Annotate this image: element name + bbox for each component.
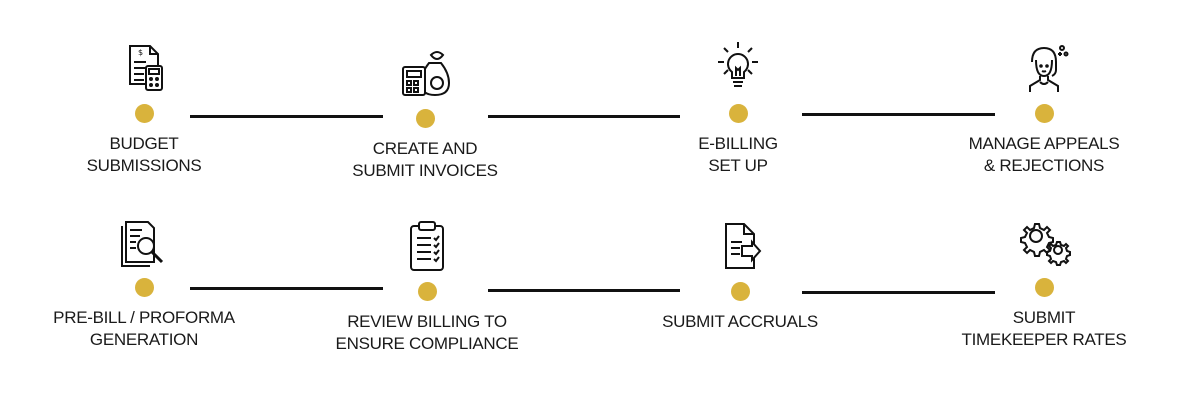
step-label: BUDGET SUBMISSIONS [87,133,202,177]
step-dot [134,104,154,123]
step-dot [1034,278,1054,297]
step-manage-appeals-rejections: MANAGE APPEALS & REJECTIONS [944,40,1144,177]
step-label: E-BILLING SET UP [698,133,778,177]
label-line-1: PRE-BILL / PROFORMA [53,308,235,327]
step-dot [134,278,154,297]
connector-line [190,287,383,290]
label-line-2: SUBMISSIONS [86,156,202,175]
step-dot [1034,104,1054,123]
label-line-2: SUBMIT INVOICES [352,161,498,180]
step-budget-submissions: $ BUDGET SUBMISSIONS [44,40,244,177]
connector-line [802,291,995,294]
svg-text:$: $ [138,48,143,57]
step-create-submit-invoices: CREATE AND SUBMIT INVOICES [325,45,525,182]
label-line-1: MANAGE APPEALS [968,134,1120,153]
connector-line [488,115,680,118]
step-pre-bill-proforma-generation: PRE-BILL / PROFORMA GENERATION [44,214,244,351]
step-dot [417,282,437,301]
step-e-billing-set-up: E-BILLING SET UP [638,40,838,177]
connector-line [802,113,995,116]
label-line-1: CREATE AND [372,139,478,158]
label-line-2: SET UP [708,156,768,175]
label-line-1: SUBMIT [1012,308,1076,327]
clipboard-checklist-icon [410,221,444,271]
connector-line [488,289,680,292]
person-thinking-icon [1029,45,1069,92]
connector-line [190,115,383,118]
label-line-2: ENSURE COMPLIANCE [335,334,519,353]
gears-icon [1020,223,1071,266]
step-label: CREATE AND SUBMIT INVOICES [352,138,498,182]
label-line-1: SUBMIT ACCRUALS [662,312,818,331]
step-label: SUBMIT TIMEKEEPER RATES [962,307,1127,351]
money-bag-calculator-icon [402,51,451,97]
lightbulb-icon [718,42,758,87]
label-line-2: GENERATION [89,330,199,349]
budget-calculator-icon: $ [129,45,163,91]
label-line-1: E-BILLING [698,134,778,153]
label-line-1: BUDGET [109,134,179,153]
label-line-2: TIMEKEEPER RATES [961,330,1127,349]
step-dot [728,104,748,123]
step-dot [730,282,750,301]
document-magnifier-icon [121,221,164,267]
step-label: PRE-BILL / PROFORMA GENERATION [53,307,235,351]
step-submit-timekeeper-rates: SUBMIT TIMEKEEPER RATES [944,214,1144,351]
label-line-2: & REJECTIONS [983,156,1105,175]
step-dot [415,109,435,128]
step-submit-accruals: SUBMIT ACCRUALS [640,218,840,333]
step-review-billing-compliance: REVIEW BILLING TO ENSURE COMPLIANCE [327,218,527,355]
step-label: SUBMIT ACCRUALS [662,311,818,333]
document-arrow-icon [725,223,762,269]
step-label: REVIEW BILLING TO ENSURE COMPLIANCE [336,311,519,355]
label-line-1: REVIEW BILLING TO [347,312,507,331]
step-label: MANAGE APPEALS & REJECTIONS [969,133,1120,177]
